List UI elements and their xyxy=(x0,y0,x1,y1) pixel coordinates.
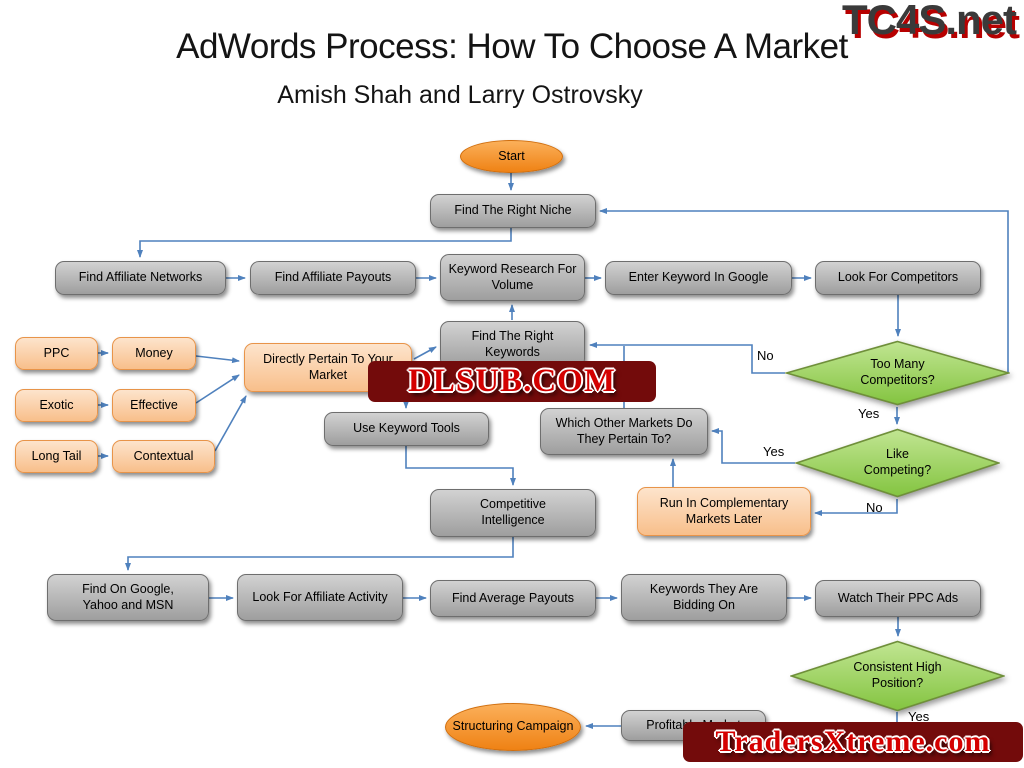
node-start: Start xyxy=(460,140,563,173)
node-enter-keyword-google: Enter Keyword In Google xyxy=(605,261,792,295)
node-find-on-google: Find On Google, Yahoo and MSN xyxy=(47,574,209,621)
node-money: Money xyxy=(112,337,196,370)
node-effective: Effective xyxy=(112,389,196,422)
branch-label-no: No xyxy=(866,500,883,515)
branch-label-yes: Yes xyxy=(858,406,880,421)
node-contextual: Contextual xyxy=(112,440,215,473)
node-consistent-high-position: Consistent High Position? xyxy=(790,640,1005,712)
branch-label-yes: Yes xyxy=(763,444,785,459)
node-find-right-niche: Find The Right Niche xyxy=(430,194,596,228)
branch-label-yes: Yes xyxy=(908,709,930,724)
branch-label-no: No xyxy=(757,348,774,363)
watermark-dlsub: DLSUB.COM xyxy=(368,361,656,402)
node-find-affiliate-networks: Find Affiliate Networks xyxy=(55,261,226,295)
page-subtitle: Amish Shah and Larry Ostrovsky xyxy=(277,81,643,109)
node-competitive-intelligence: Competitive Intelligence xyxy=(430,489,596,537)
node-watch-ppc-ads: Watch Their PPC Ads xyxy=(815,580,981,617)
node-use-keyword-tools: Use Keyword Tools xyxy=(324,412,489,446)
node-like-competing: Like Competing? xyxy=(795,428,1000,498)
like-competing-label: Like Competing? xyxy=(863,447,932,477)
node-keywords-bidding-on: Keywords They Are Bidding On xyxy=(621,574,787,621)
node-run-complementary: Run In Complementary Markets Later xyxy=(637,487,811,536)
page-title: AdWords Process: How To Choose A Market xyxy=(176,27,848,66)
too-many-competitors-label: Too Many Competitors? xyxy=(860,357,935,387)
node-keyword-research-volume: Keyword Research For Volume xyxy=(440,254,585,301)
node-find-affiliate-payouts: Find Affiliate Payouts xyxy=(250,261,416,295)
watermark-tradersxtreme: TradersXtreme.com xyxy=(683,722,1023,762)
node-look-affiliate-activity: Look For Affiliate Activity xyxy=(237,574,403,621)
node-long-tail: Long Tail xyxy=(15,440,98,473)
consistent-high-position-label: Consistent High Position? xyxy=(853,660,942,690)
node-find-average-payouts: Find Average Payouts xyxy=(430,580,596,617)
watermark-tc4s: TC4S.net xyxy=(841,0,1017,43)
node-structuring-campaign: Structuring Campaign xyxy=(445,703,581,751)
node-ppc: PPC xyxy=(15,337,98,370)
node-too-many-competitors: Too Many Competitors? xyxy=(785,340,1010,406)
node-exotic: Exotic xyxy=(15,389,98,422)
node-which-other-markets: Which Other Markets Do They Pertain To? xyxy=(540,408,708,455)
node-look-for-competitors: Look For Competitors xyxy=(815,261,981,295)
